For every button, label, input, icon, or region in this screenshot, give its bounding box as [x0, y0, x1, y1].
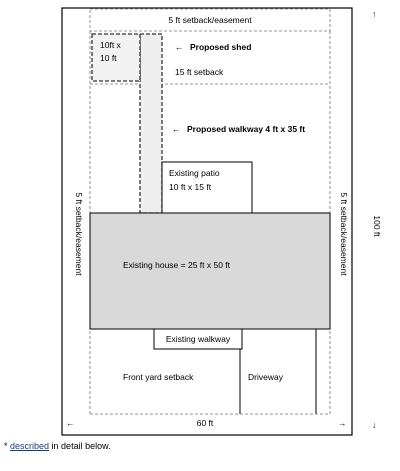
left-arrow-icon: ←	[66, 418, 75, 428]
front-setback-label: Front yard setback	[123, 372, 194, 382]
proposed-walkway-arrow-icon: ←	[172, 124, 181, 134]
house-label: Existing house = 25 ft x 50 ft	[123, 260, 231, 270]
proposed-shed	[91, 33, 141, 82]
top-setback-box	[89, 8, 331, 32]
shed-size-line2: 10 ft	[100, 53, 117, 63]
depth-label: 100 ft	[372, 215, 382, 237]
patio-label-line2: 10 ft x 15 ft	[169, 182, 212, 192]
footnote: * described in detail below.	[4, 441, 111, 451]
proposed-walkway	[139, 33, 163, 214]
left-setback-label: 5 ft setback/easement	[74, 192, 84, 276]
existing-patio	[161, 161, 253, 214]
top-setback-label: 5 ft setback/easement	[168, 15, 252, 25]
shed-size-line1: 10ft x	[100, 40, 122, 50]
proposed-walkway-label: Proposed walkway 4 ft x 35 ft	[187, 124, 305, 134]
existing-house	[89, 212, 331, 330]
existing-walkway-label: Existing walkway	[166, 334, 231, 344]
right-setback-label: 5 ft setback/easement	[339, 192, 349, 276]
footnote-prefix: *	[4, 441, 11, 451]
patio-label-line1: Existing patio	[169, 168, 220, 178]
proposed-shed-arrow-icon: ←	[175, 42, 184, 52]
proposed-shed-label: Proposed shed	[190, 42, 251, 52]
bottom-arrow-icon: ↓	[372, 420, 376, 430]
footnote-suffix: in detail below.	[49, 441, 111, 451]
right-arrow-icon: →	[338, 418, 347, 428]
described-link[interactable]: described	[10, 441, 50, 451]
rear-setback-label: 15 ft setback	[175, 67, 224, 77]
existing-walkway	[153, 328, 243, 350]
top-arrow-icon: ↑	[372, 9, 376, 19]
width-label: 60 ft	[197, 418, 214, 428]
lot-boundary	[61, 7, 353, 436]
driveway-label: Driveway	[248, 372, 284, 382]
